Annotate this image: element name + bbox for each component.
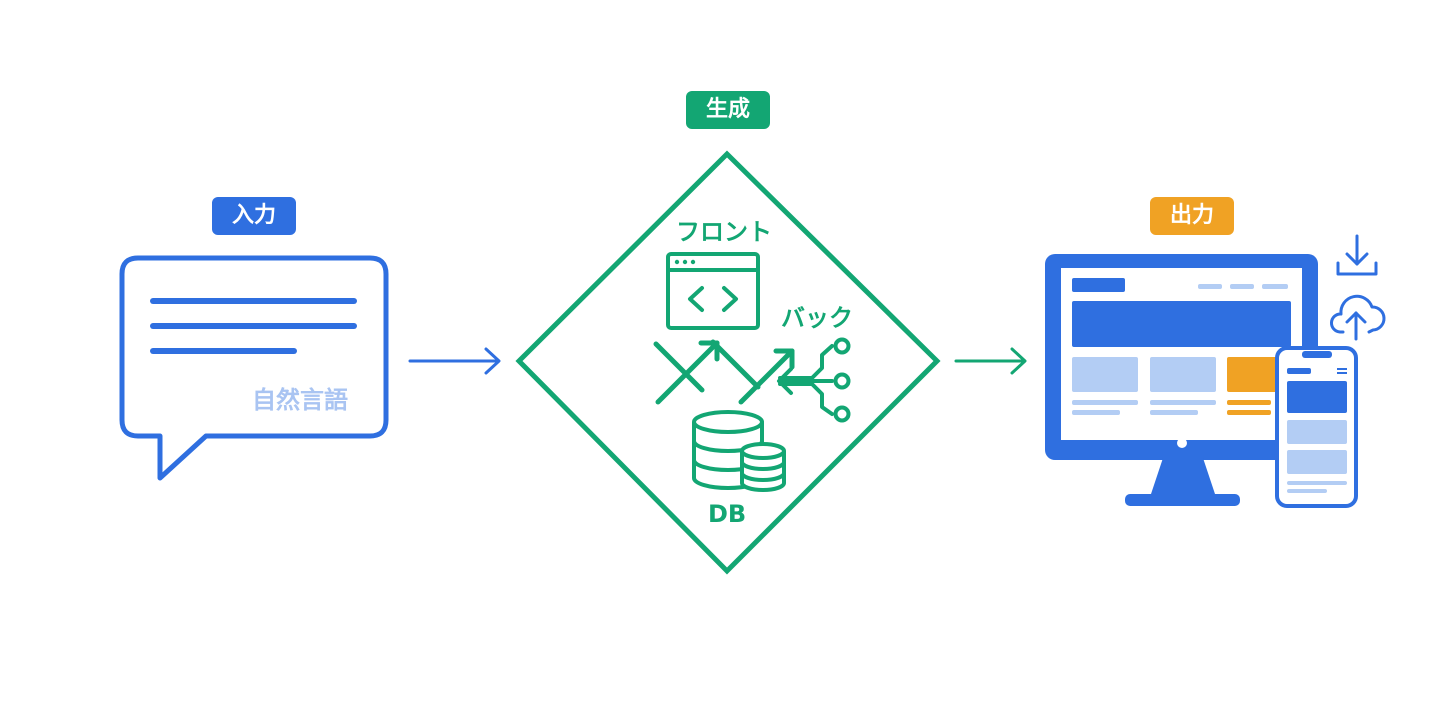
code-window-icon [666, 252, 760, 330]
text-lines-icon [150, 298, 357, 354]
flow-arrow-output [954, 347, 1027, 375]
bubble-caption: 自然言語 [252, 386, 348, 414]
smartphone-icon [1275, 346, 1358, 508]
input-badge: 入力 [212, 197, 296, 235]
generate-diamond [515, 150, 941, 575]
circuit-nodes-icon [777, 337, 851, 423]
output-badge: 出力 [1150, 197, 1234, 235]
back-label: バック [781, 304, 853, 332]
desktop-monitor-icon [1045, 254, 1318, 506]
flow-arrow-input [408, 347, 501, 375]
speech-bubble-icon [119, 255, 389, 481]
front-label: フロント [676, 218, 772, 246]
download-icon [1336, 234, 1378, 276]
window-dots [674, 259, 696, 265]
db-label: DB [708, 500, 747, 528]
generate-badge: 生成 [686, 91, 770, 129]
data-flow-arrows-icon [653, 339, 795, 405]
database-icon [692, 410, 786, 492]
cloud-upload-icon [1330, 294, 1386, 341]
